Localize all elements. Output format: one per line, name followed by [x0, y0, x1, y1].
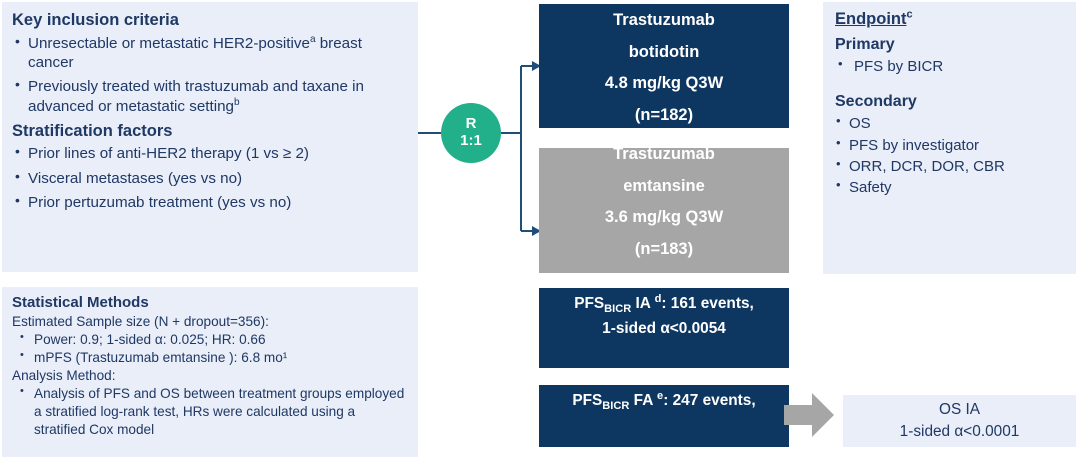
arm-line: botidotin [628, 42, 700, 61]
inclusion-criteria-title: Key inclusion criteria [12, 11, 179, 29]
pfs-subscript: BICR [604, 303, 632, 316]
criteria-tail: breast cancer [28, 34, 362, 71]
flow-arrow-icon [784, 393, 834, 437]
pfs-prefix: PFS [572, 392, 603, 409]
os-ia-title: OS IA [938, 400, 981, 418]
pfs-ia-heading: PFSBICR IA d: 161 events, [539, 292, 789, 317]
sample-size-bullets: Power: 0.9; 1-sided α: 0.025; HR: 0.66 m… [12, 330, 408, 367]
arm-line: Trastuzumab [613, 148, 715, 163]
pfs-interim-analysis-box: PFSBICR IA d: 161 events, 1-sided α<0.00… [539, 288, 789, 368]
pfs-value: : 247 events, [663, 392, 756, 409]
analysis-method-bullets: Analysis of PFS and OS between treatment… [12, 384, 408, 439]
statistical-methods-title: Statistical Methods [12, 294, 149, 311]
footnote-marker-b: b [234, 96, 240, 108]
inclusion-criteria-item: Previously treated with trastuzumab and … [12, 76, 408, 116]
sample-size-line: Estimated Sample size (N + dropout=356): [12, 314, 269, 329]
pfs-final-analysis-box: PFSBICR FA e: 247 events, [539, 385, 789, 447]
analysis-method-bullet: Analysis of PFS and OS between treatment… [12, 384, 408, 439]
pfs-fa-heading: PFSBICR FA e: 247 events, [539, 389, 789, 414]
sample-size-bullet: Power: 0.9; 1-sided α: 0.025; HR: 0.66 [12, 330, 408, 349]
statistical-methods-panel: Statistical Methods Estimated Sample siz… [2, 287, 418, 457]
arm-line: Trastuzumab [613, 11, 715, 29]
spacer [835, 77, 1064, 90]
inclusion-criteria-list: Unresectable or metastatic HER2-positive… [12, 33, 408, 116]
arm-line: (n=183) [634, 240, 694, 259]
randomization-ratio: 1:1 [460, 132, 482, 149]
arm-line: (n=182) [634, 106, 694, 125]
arm-line: 4.8 mg/kg Q3W [604, 74, 724, 93]
criteria-text: Unresectable or metastatic HER2-positive [28, 34, 310, 52]
os-interim-analysis-box: OS IA 1-sided α<0.0001 [843, 395, 1076, 447]
stratification-factor-item: Prior pertuzumab treatment (yes vs no) [12, 192, 408, 212]
secondary-endpoint-item: Safety [835, 176, 1064, 198]
secondary-endpoint-item: PFS by investigator [835, 134, 1064, 156]
endpoint-panel: Endpointc Primary PFS by BICR Secondary … [823, 2, 1076, 274]
randomization-node: R 1:1 [441, 103, 501, 163]
endpoint-title-text: Endpoint [835, 10, 907, 28]
pfs-prefix: PFS [574, 295, 605, 312]
experimental-arm-box: Trastuzumab botidotin 4.8 mg/kg Q3W (n=1… [539, 4, 789, 128]
os-ia-alpha: 1-sided α<0.0001 [899, 423, 1020, 440]
criteria-text: Previously treated with trastuzumab and … [28, 78, 364, 115]
primary-endpoint-title: Primary [835, 36, 895, 53]
inclusion-criteria-item: Unresectable or metastatic HER2-positive… [12, 33, 408, 73]
arm-line: emtansine [623, 176, 705, 195]
control-arm-box: Trastuzumab emtansine 3.6 mg/kg Q3W (n=1… [539, 148, 789, 273]
stratification-factor-item: Visceral metastases (yes vs no) [12, 168, 408, 188]
secondary-endpoint-item: OS [835, 112, 1064, 134]
pfs-value: : 161 events, [661, 295, 754, 312]
pfs-label: FA [629, 392, 658, 409]
stratification-factors-title: Stratification factors [12, 121, 173, 140]
primary-endpoint-list: PFS by BICR [835, 55, 1064, 77]
stratification-factor-item: Prior lines of anti-HER2 therapy (1 vs ≥… [12, 143, 408, 163]
pfs-label: IA [631, 295, 655, 312]
footnote-marker-d: d [654, 292, 662, 305]
pfs-subscript: BICR [602, 400, 630, 413]
footnote-marker-e: e [657, 389, 664, 402]
sample-size-bullet: mPFS (Trastuzumab emtansine ): 6.8 mo¹ [12, 348, 408, 367]
secondary-endpoint-item: ORR, DCR, DOR, CBR [835, 155, 1064, 177]
analysis-method-line: Analysis Method: [12, 368, 116, 384]
footnote-marker-c: c [906, 8, 913, 21]
inclusion-criteria-panel: Key inclusion criteria Unresectable or m… [2, 2, 418, 272]
pfs-ia-alpha-clipped: 1-sided α<0.0054 [602, 319, 726, 337]
arm-line: 3.6 mg/kg Q3W [604, 208, 724, 227]
primary-endpoint-item: PFS by BICR [835, 55, 1064, 77]
secondary-endpoint-list: OS PFS by investigator ORR, DCR, DOR, CB… [835, 112, 1064, 198]
stratification-factors-list: Prior lines of anti-HER2 therapy (1 vs ≥… [12, 143, 408, 212]
endpoint-title: Endpointc [835, 8, 913, 29]
secondary-endpoint-title: Secondary [835, 93, 917, 111]
footnote-marker-a: a [309, 33, 316, 45]
randomization-label: R [465, 115, 477, 133]
